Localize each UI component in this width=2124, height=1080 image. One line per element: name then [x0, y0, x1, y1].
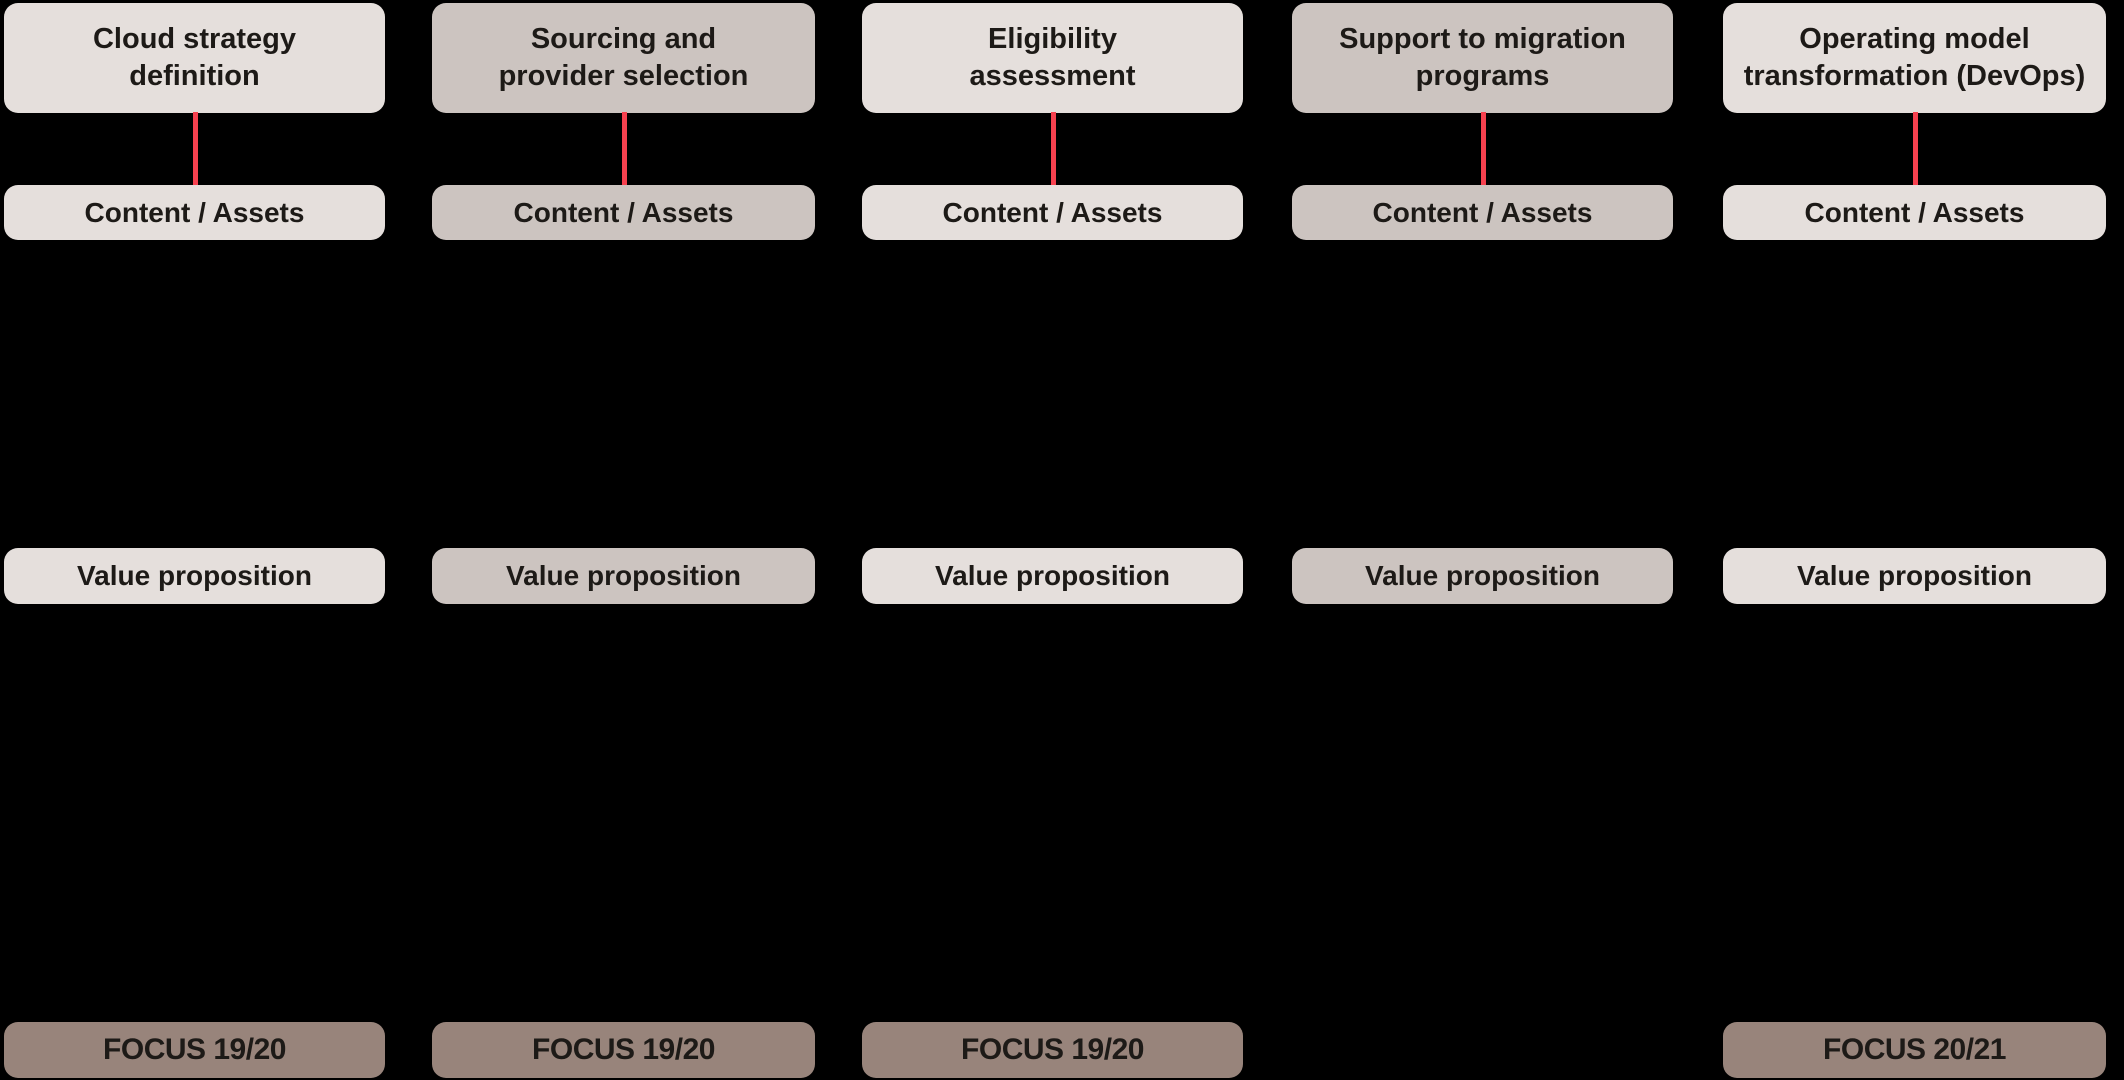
pillar-title-box: Eligibility assessment	[862, 3, 1243, 113]
focus-badge: FOCUS 19/20	[862, 1022, 1243, 1078]
pillar-column-operating-model: Operating model transformation (DevOps) …	[1723, 0, 2106, 1080]
content-assets-box: Content / Assets	[1292, 185, 1673, 240]
content-assets-box: Content / Assets	[432, 185, 815, 240]
connector-line	[1480, 112, 1486, 186]
focus-badge: FOCUS 20/21	[1723, 1022, 2106, 1078]
connector-line	[1912, 112, 1918, 186]
focus-badge: FOCUS 19/20	[432, 1022, 815, 1078]
content-assets-box: Content / Assets	[4, 185, 385, 240]
focus-badge: FOCUS 19/20	[4, 1022, 385, 1078]
value-proposition-box: Value proposition	[1292, 548, 1673, 604]
pillar-column-cloud-strategy: Cloud strategy definition Content / Asse…	[4, 0, 385, 1080]
pillar-title-box: Support to migration programs	[1292, 3, 1673, 113]
connector-line	[621, 112, 627, 186]
value-proposition-box: Value proposition	[862, 548, 1243, 604]
value-proposition-box: Value proposition	[1723, 548, 2106, 604]
content-assets-box: Content / Assets	[1723, 185, 2106, 240]
value-proposition-box: Value proposition	[4, 548, 385, 604]
connector-line	[1050, 112, 1056, 186]
content-assets-box: Content / Assets	[862, 185, 1243, 240]
pillar-title-box: Operating model transformation (DevOps)	[1723, 3, 2106, 113]
pillar-column-sourcing-provider: Sourcing and provider selection Content …	[432, 0, 815, 1080]
connector-line	[192, 112, 198, 186]
pillar-column-eligibility: Eligibility assessment Content / Assets …	[862, 0, 1243, 1080]
pillar-column-migration-support: Support to migration programs Content / …	[1292, 0, 1673, 1080]
value-proposition-box: Value proposition	[432, 548, 815, 604]
pillar-title-box: Cloud strategy definition	[4, 3, 385, 113]
pillar-title-box: Sourcing and provider selection	[432, 3, 815, 113]
